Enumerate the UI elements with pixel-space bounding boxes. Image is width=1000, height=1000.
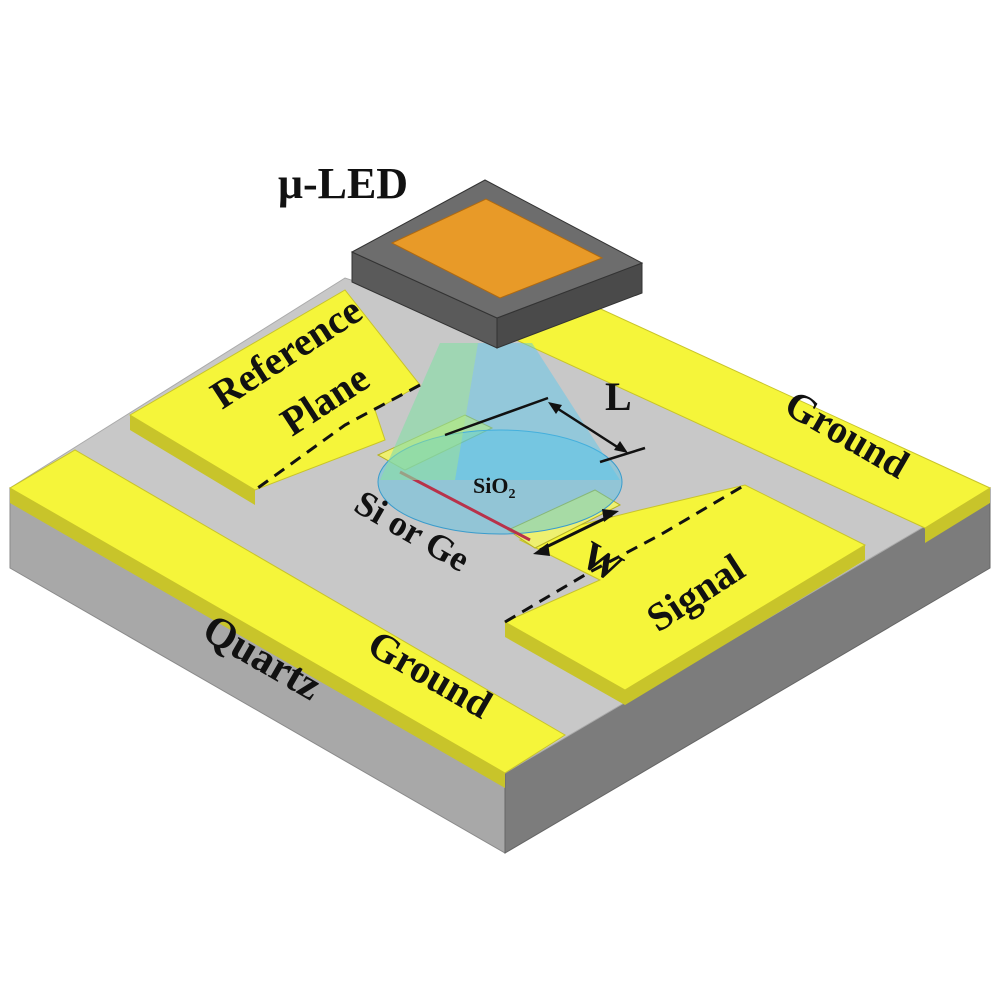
ground-electrode-left <box>9 449 566 788</box>
ground-left-top <box>9 449 566 774</box>
ground-right-side <box>925 488 990 543</box>
semiconductor-channel <box>399 470 531 542</box>
width-dimension <box>533 509 619 556</box>
reference-plane-dashed-edge <box>254 383 421 492</box>
reference-side <box>130 415 255 505</box>
width-arrow-line <box>539 513 613 552</box>
oxide-label: SiO2 <box>473 473 515 502</box>
sio2-layer <box>377 429 623 535</box>
length-arrowhead-bottom <box>614 441 628 453</box>
light-cone <box>380 343 620 480</box>
signal-top <box>503 484 867 691</box>
contact-pad-right <box>506 489 622 549</box>
signal-dashed-edge <box>504 483 746 624</box>
light-cone-green-glow <box>380 343 478 480</box>
length-label: L <box>605 374 632 419</box>
signal-electrode <box>503 483 867 705</box>
length-extension-bottom <box>599 446 646 464</box>
length-dimension <box>444 396 646 464</box>
length-extension-top <box>444 396 549 437</box>
length-arrow-line <box>551 403 623 452</box>
led-chip <box>390 198 604 299</box>
micro-led <box>350 179 644 349</box>
led-label: μ-LED <box>278 159 408 208</box>
signal-side-right <box>625 545 865 705</box>
width-arrowhead-left <box>533 543 550 556</box>
length-arrowhead-top <box>548 402 562 414</box>
signal-side-front <box>505 622 625 705</box>
reference-plane-electrode <box>129 289 421 505</box>
width-arrowhead-right <box>602 509 619 522</box>
ground-left-side <box>10 488 505 788</box>
